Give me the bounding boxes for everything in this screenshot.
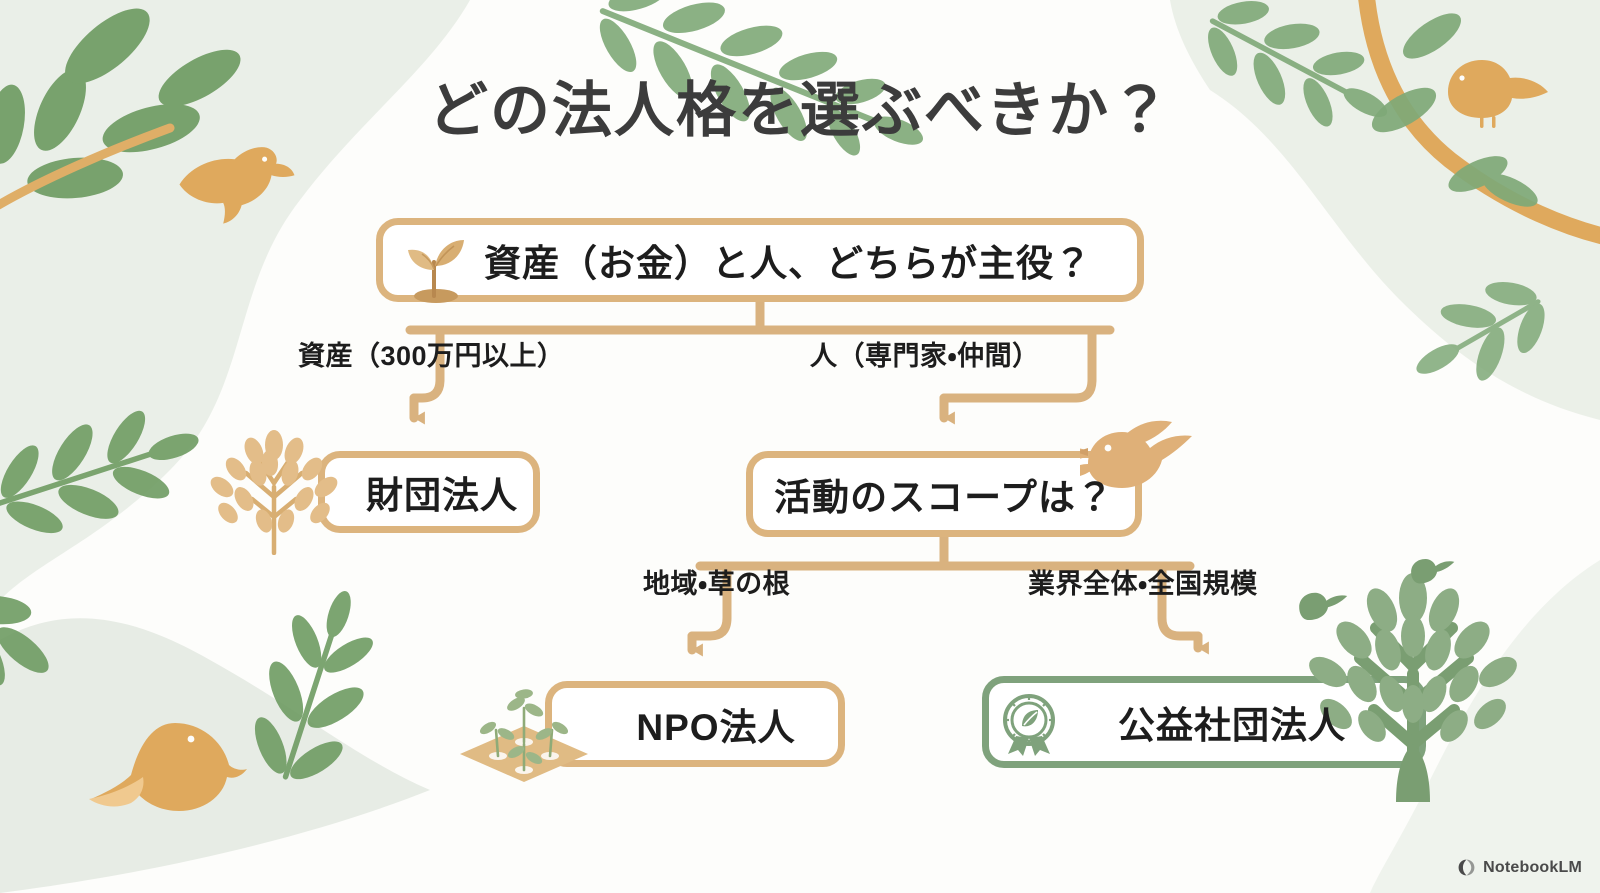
result-node-koueki[interactable]: 公益社団法人	[982, 676, 1426, 768]
decision-node-root[interactable]: 資産（お金）と人、どちらが主役？	[376, 218, 1144, 302]
node-label-zaidan: 財団法人	[366, 475, 518, 516]
node-label-koueki: 公益社団法人	[1118, 705, 1346, 746]
node-label-scope: 活動のスコープは？	[774, 477, 1114, 518]
edge-label-national: 業界全体・全国規模	[1028, 569, 1258, 599]
edge-koueki-elbow	[1157, 563, 1203, 641]
notebooklm-spark-icon	[1458, 859, 1475, 876]
edge-left-elbow	[409, 327, 445, 403]
watermark-label: NotebookLM	[1483, 858, 1582, 876]
edge-npo-elbow	[687, 563, 732, 641]
edge-right-elbow	[939, 327, 1097, 403]
edge-label-local: 地域・草の根	[643, 569, 791, 599]
node-label-npo: NPO法人	[636, 707, 796, 748]
edge-label-people: 人（専門家・仲間）	[810, 341, 1040, 371]
result-node-npo[interactable]: NPO法人	[545, 681, 845, 767]
notebooklm-watermark: NotebookLM	[1457, 858, 1582, 877]
decision-node-scope[interactable]: 活動のスコープは？	[746, 451, 1142, 537]
result-node-zaidan[interactable]: 財団法人	[318, 451, 540, 533]
edge-label-assets: 資産（300万円以上）	[298, 341, 565, 371]
node-label-root: 資産（お金）と人、どちらが主役？	[484, 243, 1092, 284]
page-title: どの法人格を選ぶべきか？	[428, 77, 1172, 144]
